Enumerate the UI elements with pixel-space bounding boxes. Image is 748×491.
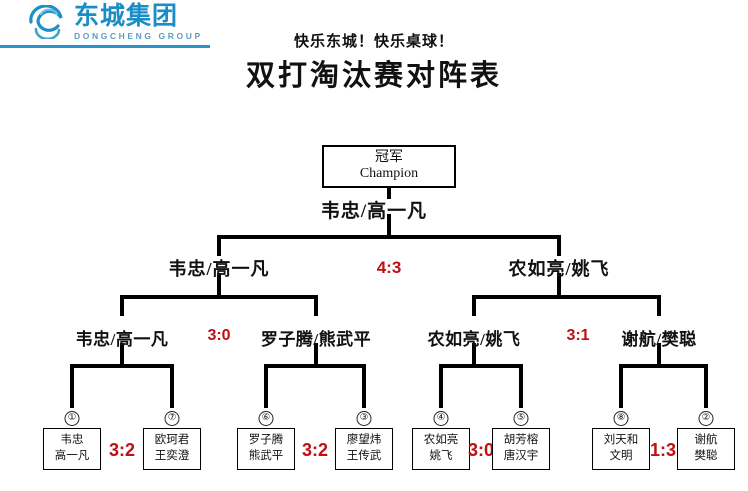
champion-label-en: Champion (359, 165, 419, 181)
champion-winner-name: 韦忠/高一凡 (320, 201, 428, 222)
team-box: 谢航 樊聪 (677, 428, 735, 470)
final-left-team: 韦忠/高一凡 (168, 259, 270, 279)
seed-marker: ① (64, 411, 80, 426)
seed-marker: ⑧ (613, 411, 629, 426)
semifinal-1-left-team: 韦忠/高一凡 (75, 330, 169, 349)
team-player-2: 熊武平 (248, 450, 284, 462)
semifinal-1-right-team: 罗子腾/熊武平 (260, 330, 372, 349)
team-player-1: 谢航 (694, 434, 718, 447)
semifinal-2-right-team: 谢航/樊聪 (621, 330, 697, 349)
team-box: 欧珂君 王奕澄 (143, 428, 201, 470)
team-box: 农如亮 姚飞 (412, 428, 470, 470)
brand-text: 东城集团 DONGCHENG GROUP (74, 4, 203, 41)
team-player-1: 农如亮 (423, 434, 459, 447)
team-player-1: 欧珂君 (154, 434, 190, 447)
semifinal-2-score: 3:1 (566, 327, 590, 344)
champion-box: 冠军 Champion (322, 145, 456, 188)
team-player-2: 王传武 (346, 450, 382, 462)
team-box: 胡芳榕 唐汉宇 (492, 428, 550, 470)
team-player-1: 韦忠 (60, 434, 84, 447)
seed-marker: ④ (433, 411, 449, 426)
dongcheng-swirl-logo-icon (28, 4, 68, 41)
team-player-1: 廖望炜 (346, 434, 382, 447)
team-player-2: 樊聪 (694, 450, 718, 462)
quarterfinal-1-score: 3:2 (108, 440, 136, 460)
brand-name-en: DONGCHENG GROUP (74, 31, 203, 41)
team-player-2: 王奕澄 (154, 450, 190, 462)
team-box: 罗子腾 熊武平 (237, 428, 295, 470)
team-player-2: 高一凡 (54, 450, 90, 462)
champion-label-cn: 冠军 (375, 150, 403, 166)
header-divider (0, 45, 210, 48)
final-right-team: 农如亮/姚飞 (508, 259, 610, 279)
team-player-2: 唐汉宇 (503, 450, 539, 462)
page-title: 双打淘汰赛对阵表 (245, 60, 502, 92)
quarterfinal-2-score: 3:2 (301, 440, 329, 460)
seed-marker: ⑥ (258, 411, 274, 426)
team-player-2: 姚飞 (429, 450, 453, 462)
seed-marker: ⑤ (513, 411, 529, 426)
team-player-1: 刘天和 (603, 434, 639, 447)
seed-marker: ③ (356, 411, 372, 426)
team-player-1: 胡芳榕 (503, 434, 539, 447)
quarterfinal-4-score: 1:3 (649, 440, 677, 460)
seed-marker: ⑦ (164, 411, 180, 426)
team-box: 韦忠 高一凡 (43, 428, 101, 470)
team-player-2: 文明 (609, 450, 633, 462)
subtitle: 快乐东城！快乐桌球！ (293, 34, 454, 50)
semifinal-1-score: 3:0 (207, 327, 231, 344)
semifinal-2-left-team: 农如亮/姚飞 (427, 330, 521, 349)
brand-logo: 东城集团 DONGCHENG GROUP (28, 4, 203, 41)
team-box: 廖望炜 王传武 (335, 428, 393, 470)
brand-name-cn: 东城集团 (74, 2, 179, 30)
seed-marker: ② (698, 411, 714, 426)
team-player-1: 罗子腾 (248, 434, 284, 447)
final-score: 4:3 (376, 258, 402, 277)
quarterfinal-3-score: 3:0 (467, 440, 495, 460)
team-box: 刘天和 文明 (592, 428, 650, 470)
header-bar: 东城集团 DONGCHENG GROUP (0, 0, 748, 48)
